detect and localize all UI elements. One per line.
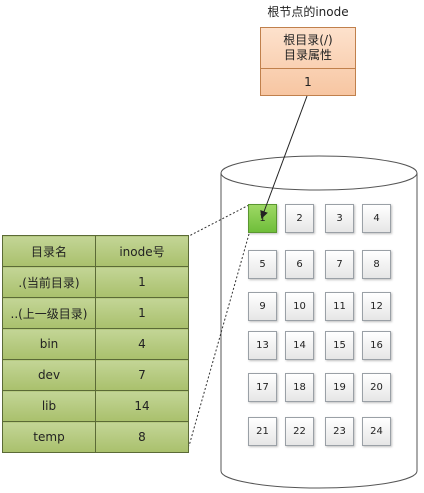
- data-block: 6: [285, 250, 314, 279]
- data-block-highlighted: 1: [248, 204, 277, 233]
- inode-cell: 14: [95, 390, 189, 422]
- table-row: lib 14: [2, 390, 189, 422]
- link-line-bottom: [188, 233, 250, 447]
- dir-name-cell: bin: [2, 328, 96, 360]
- inode-cell: 1: [95, 297, 189, 329]
- dir-name-cell: lib: [2, 390, 96, 422]
- data-block: 19: [325, 373, 354, 402]
- data-block: 4: [362, 204, 391, 233]
- table-header-row: 目录名 inode号: [2, 235, 189, 267]
- data-block: 12: [362, 292, 391, 321]
- data-block: 15: [325, 331, 354, 360]
- table-row: ..(上一级目录) 1: [2, 297, 189, 329]
- data-block: 24: [362, 417, 391, 446]
- data-block: 21: [248, 417, 277, 446]
- root-inode-title: 根节点的inode: [267, 5, 349, 19]
- dir-name-cell: .(当前目录): [2, 266, 96, 298]
- dir-name-cell: temp: [2, 421, 96, 453]
- table-row: .(当前目录) 1: [2, 266, 189, 298]
- header-dir-name: 目录名: [2, 235, 96, 267]
- inode-cell: 7: [95, 359, 189, 391]
- table-row: dev 7: [2, 359, 189, 391]
- root-dir-label: 根目录(/): [283, 33, 333, 47]
- data-block: 16: [362, 331, 391, 360]
- data-block: 8: [362, 250, 391, 279]
- table-row: temp 8: [2, 421, 189, 453]
- data-block: 10: [285, 292, 314, 321]
- inode-cell: 1: [95, 266, 189, 298]
- root-inode-attributes: 根目录(/) 目录属性: [261, 28, 355, 69]
- inode-cell: 4: [95, 328, 189, 360]
- data-block: 13: [248, 331, 277, 360]
- data-block: 2: [285, 204, 314, 233]
- table-row: bin 4: [2, 328, 189, 360]
- data-block: 18: [285, 373, 314, 402]
- data-block: 20: [362, 373, 391, 402]
- root-dir-attr-label: 目录属性: [283, 48, 332, 62]
- data-block: 23: [325, 417, 354, 446]
- dir-name-cell: dev: [2, 359, 96, 391]
- data-block: 22: [285, 417, 314, 446]
- data-block: 14: [285, 331, 314, 360]
- directory-entry-table: 目录名 inode号 .(当前目录) 1 ..(上一级目录) 1 bin 4 d…: [2, 235, 189, 453]
- data-block: 5: [248, 250, 277, 279]
- header-inode-number: inode号: [95, 235, 189, 267]
- data-block: 9: [248, 292, 277, 321]
- data-block: 11: [325, 292, 354, 321]
- data-block: 3: [325, 204, 354, 233]
- data-block: 17: [248, 373, 277, 402]
- root-inode-box: 根目录(/) 目录属性 1: [260, 27, 356, 96]
- disk-top: [220, 155, 418, 191]
- link-line-top: [188, 204, 250, 237]
- root-inode-block-number: 1: [304, 75, 312, 89]
- data-block: 7: [325, 250, 354, 279]
- inode-cell: 8: [95, 421, 189, 453]
- dir-name-cell: ..(上一级目录): [2, 297, 96, 329]
